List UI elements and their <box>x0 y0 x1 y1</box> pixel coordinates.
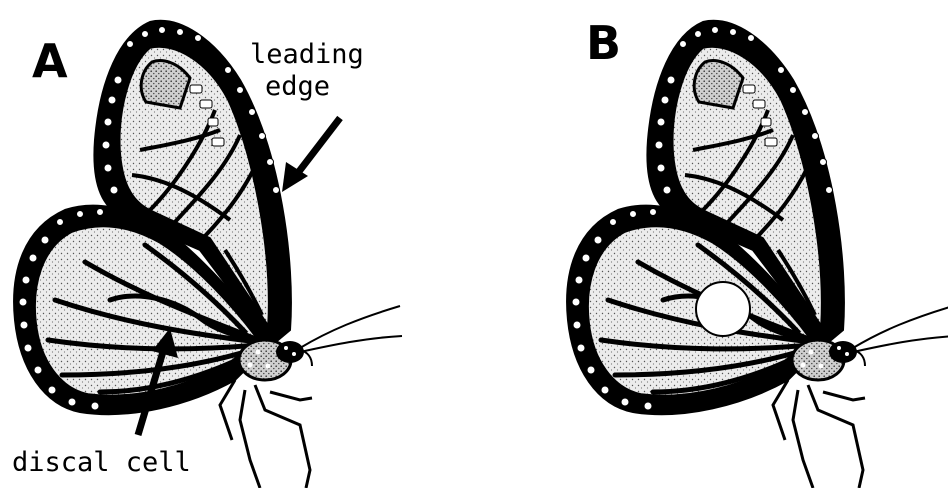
panel-a-letter: A <box>32 38 68 84</box>
discal-cell-label: discal cell <box>12 448 191 478</box>
panel-b-letter: B <box>586 20 621 66</box>
discal-cell-disc-marker <box>696 282 750 336</box>
butterfly-a-illustration <box>14 21 402 488</box>
leading-edge-label-line1: leading <box>250 40 364 70</box>
butterfly-b-illustration <box>567 21 948 488</box>
leading-edge-label-line2: edge <box>265 72 330 102</box>
leading-edge-arrow-icon <box>282 118 340 192</box>
